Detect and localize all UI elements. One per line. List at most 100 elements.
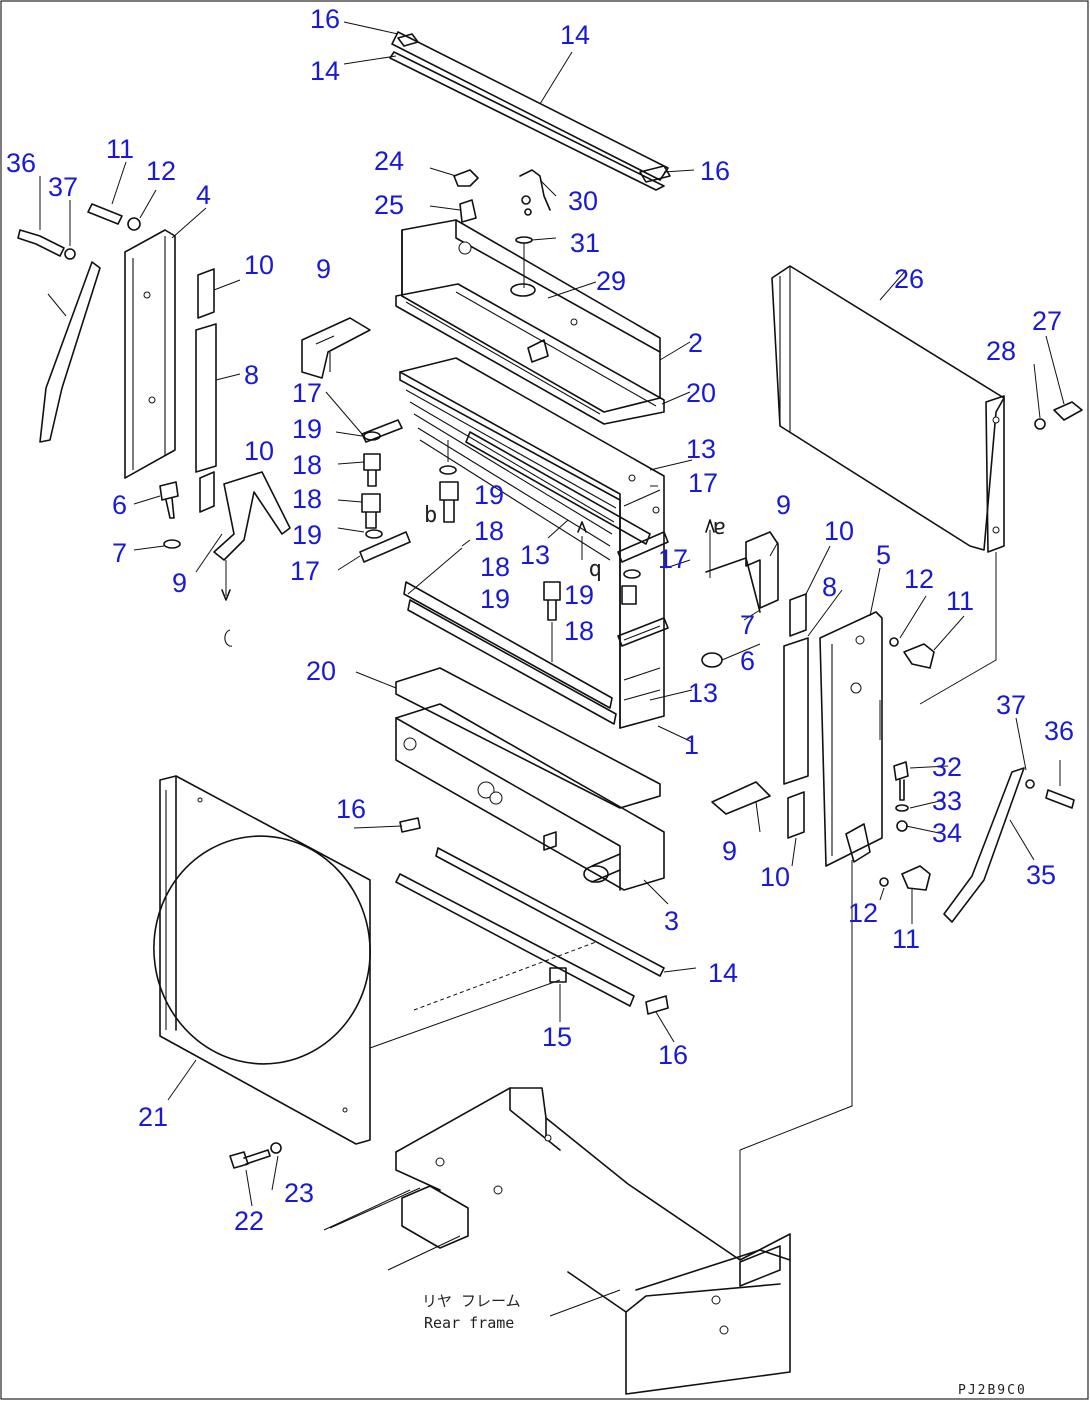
callout: 28 xyxy=(986,336,1016,366)
callout: 18 xyxy=(474,516,504,546)
callout: 23 xyxy=(284,1178,314,1208)
leader-lines xyxy=(39,21,1065,1262)
callout: 35 xyxy=(1026,860,1056,890)
condenser-26 xyxy=(771,265,1005,553)
callout: 24 xyxy=(374,146,404,176)
seal-strips-left xyxy=(195,268,217,513)
callout: 20 xyxy=(306,656,336,686)
callout: 16 xyxy=(700,156,730,186)
callout: 17 xyxy=(290,556,320,586)
callout: 8 xyxy=(244,360,259,390)
callout: 19 xyxy=(480,584,510,614)
callout: 30 xyxy=(568,186,598,216)
callout: 9 xyxy=(776,490,791,520)
callout: 32 xyxy=(932,752,962,782)
callout: 7 xyxy=(740,610,755,640)
right-stay xyxy=(943,767,1075,923)
callout: 15 xyxy=(542,1022,572,1052)
callout: 14 xyxy=(560,20,590,50)
callout: 10 xyxy=(760,862,790,892)
callout: 12 xyxy=(146,156,176,186)
callout: 17 xyxy=(658,544,688,574)
gasket-20-upper xyxy=(395,283,665,425)
callout: 13 xyxy=(688,678,718,708)
drawing-code: PJ2B9C0 xyxy=(958,1383,1027,1398)
bottom-seal-strip xyxy=(395,817,669,1015)
callout: 37 xyxy=(48,172,78,202)
callout: 20 xyxy=(686,378,716,408)
bolt-left-top xyxy=(17,203,141,260)
callout: 16 xyxy=(310,4,340,34)
callout: 8 xyxy=(822,572,837,602)
frame-label-en: Rear frame xyxy=(424,1314,514,1332)
callout: 11 xyxy=(946,586,974,616)
cap-24 xyxy=(453,169,479,187)
brackets-17 xyxy=(359,419,669,647)
callout: 25 xyxy=(374,190,404,220)
callout: 36 xyxy=(1044,716,1074,746)
callout: 9 xyxy=(172,568,187,598)
callout: 18 xyxy=(480,552,510,582)
radiator-core xyxy=(399,357,665,729)
callout: 13 xyxy=(520,540,550,570)
callout: 2 xyxy=(688,328,703,358)
bracket-9-lower xyxy=(213,471,291,647)
callout: 21 xyxy=(138,1102,168,1132)
bracket-9-upper xyxy=(301,317,371,379)
callout: 19 xyxy=(292,520,322,550)
callout: 17 xyxy=(292,378,322,408)
bolt-6-left xyxy=(159,481,181,549)
bracket-9-right-upper xyxy=(701,519,779,668)
bracket-9-right-lower xyxy=(711,781,771,815)
callout: 3 xyxy=(664,906,679,936)
callout: 33 xyxy=(932,786,962,816)
left-side-plate xyxy=(124,229,176,479)
callout: 10 xyxy=(244,436,274,466)
callout: 9 xyxy=(722,836,737,866)
callout: 9 xyxy=(316,254,331,284)
svg-text:b: b xyxy=(589,558,602,583)
top-seal-strip xyxy=(389,31,671,191)
rear-frame xyxy=(329,1087,791,1395)
cap-25 xyxy=(459,199,477,223)
callout: 31 xyxy=(570,228,600,258)
callout: 34 xyxy=(932,818,962,848)
bolts-right xyxy=(879,637,935,891)
callout: 19 xyxy=(564,580,594,610)
callout: 12 xyxy=(848,898,878,928)
callout: 18 xyxy=(292,450,322,480)
callout: 29 xyxy=(596,266,626,296)
lower-tank xyxy=(395,703,665,891)
callout: 36 xyxy=(6,148,36,178)
core-strips-13 xyxy=(403,431,651,725)
callout: 16 xyxy=(336,794,366,824)
callout: 7 xyxy=(112,538,127,568)
svg-text:b: b xyxy=(424,503,437,528)
right-side-plate xyxy=(819,611,883,867)
callout: 19 xyxy=(292,414,322,444)
callout: 14 xyxy=(708,958,738,988)
callout: 6 xyxy=(740,646,755,676)
svg-text:a: a xyxy=(713,516,726,541)
callout: 1 xyxy=(684,730,699,760)
fan-shroud xyxy=(153,775,371,1145)
callout: 11 xyxy=(892,924,920,954)
reference-letters: b b a xyxy=(424,503,726,583)
callout: 37 xyxy=(996,690,1026,720)
seal-strips-right xyxy=(783,593,809,839)
bolt-22-23 xyxy=(229,1142,282,1169)
callout: 4 xyxy=(196,180,211,210)
callout: 12 xyxy=(904,564,934,594)
callout: 22 xyxy=(234,1206,264,1236)
callout: 27 xyxy=(1032,306,1062,336)
callout: 18 xyxy=(564,616,594,646)
callout: 6 xyxy=(112,490,127,520)
callout-labels: 16 14 14 16 36 37 11 12 4 24 30 25 31 29… xyxy=(6,4,1074,1236)
callout: 19 xyxy=(474,480,504,510)
callout: 16 xyxy=(658,1040,688,1070)
callout: 10 xyxy=(244,250,274,280)
callout: 26 xyxy=(894,264,924,294)
callout: 13 xyxy=(686,434,716,464)
